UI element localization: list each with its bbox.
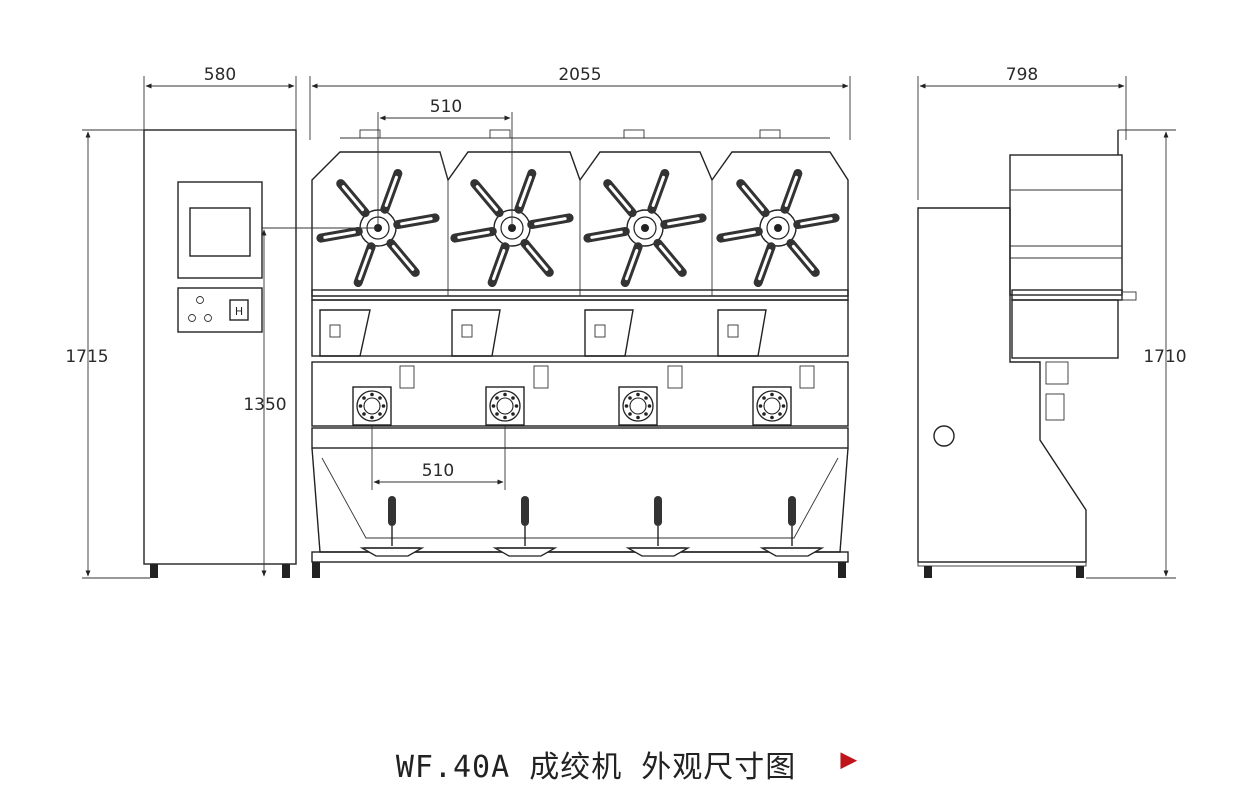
dim-spindle-pitch-top: 510 [430,97,462,117]
dimension-lines [82,76,1176,579]
control-panel [177,287,263,333]
dim-cabinet-width: 580 [204,65,236,85]
dim-machine-width: 2055 [558,65,601,85]
front-view [311,129,849,578]
touch-screen [189,207,251,257]
technical-drawing: H [65,65,1187,579]
dim-side-height: 1710 [1143,347,1186,367]
control-cabinet: H [143,129,297,578]
dim-cabinet-height: 1715 [65,347,108,367]
main-switch [229,299,249,321]
dim-spindle-pitch-bottom: 510 [422,461,454,481]
drawing-caption: WF.40A 成绞机 外观尺寸图 ▶ [0,742,1254,786]
dim-panel-height: 1350 [243,395,286,415]
dim-side-depth: 798 [1006,65,1038,85]
caption-title: WF.40A 成绞机 外观尺寸图 [395,750,797,785]
side-view [917,130,1137,578]
svg-text:H: H [235,305,243,318]
next-arrow-icon[interactable]: ▶ [840,742,859,775]
